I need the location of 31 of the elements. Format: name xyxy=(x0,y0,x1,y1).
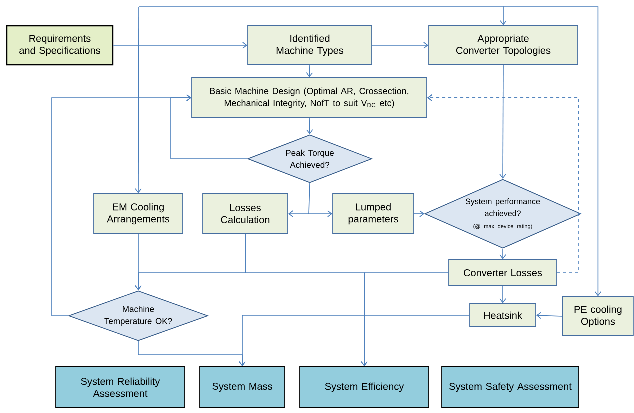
outcome-box: System Mass xyxy=(200,366,286,408)
arrow xyxy=(135,6,142,194)
process-box: Identified Machine Types xyxy=(248,26,372,66)
arrow xyxy=(113,42,248,49)
input-box: Requirements and Specifications xyxy=(6,25,114,66)
arrow xyxy=(500,286,506,304)
arrow xyxy=(306,118,314,135)
process-box: EM Cooling Arrangements xyxy=(94,194,184,234)
arrow xyxy=(427,94,580,274)
process-box: Basic Machine Design (Optimal AR, Crossection, Mechanical Integrity, NofT to suit V$_{DC}$ etc) xyxy=(192,78,428,118)
process-box: Heatsink xyxy=(470,304,536,328)
process-box: Converter Losses xyxy=(448,260,558,286)
arrow xyxy=(138,6,507,26)
arrow xyxy=(138,341,246,367)
process-box: PE cooling Options xyxy=(562,296,634,336)
outcome-box: System Efficiency xyxy=(300,366,430,408)
outcome-box: System Reliability Assessment xyxy=(56,366,186,408)
arrow xyxy=(500,248,506,260)
process-box: Losses Calculation xyxy=(202,194,288,234)
arrow xyxy=(306,65,314,78)
arrow xyxy=(372,42,429,49)
arrow xyxy=(503,6,602,297)
arrow xyxy=(288,183,333,218)
process-box: Appropriate Converter Topologies xyxy=(428,26,578,66)
arrow xyxy=(536,312,563,320)
arrow xyxy=(52,94,192,316)
arrow xyxy=(414,210,425,218)
outcome-box: System Safety Assessment xyxy=(442,366,580,408)
process-box: Lumped parameters xyxy=(332,194,414,234)
arrow xyxy=(500,65,506,180)
arrow xyxy=(361,272,449,367)
